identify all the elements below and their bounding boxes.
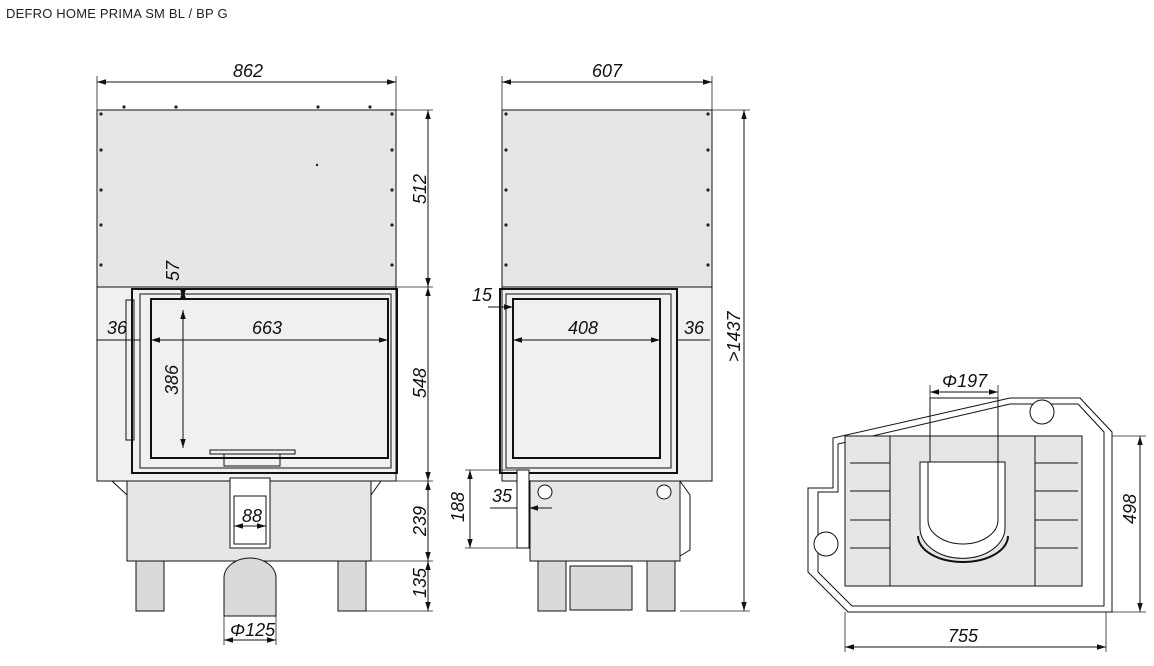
front-air-inlet: [223, 557, 277, 617]
side-inlet-round-left: [537, 484, 553, 500]
front-outlet: [229, 477, 271, 549]
top-fins-right: [1035, 462, 1078, 549]
top-view: Φ197 498 755: [807, 371, 1146, 652]
front-door-hinge: [125, 299, 135, 441]
front-leg-left: [135, 560, 165, 612]
side-view: 607 >1437 15 408 36 188 35: [448, 61, 750, 612]
front-door-inner: [139, 293, 392, 469]
front-body-panel: [96, 286, 397, 482]
dim-inlet-height: 188: [448, 492, 468, 522]
dim-side-depth: 607: [592, 61, 623, 81]
front-leg-right: [337, 560, 367, 612]
side-inlet-round-right: [656, 484, 672, 500]
dim-glass-width: 663: [252, 318, 282, 338]
side-inlet-pipe: [516, 469, 530, 549]
top-flue-collar: [919, 461, 1006, 559]
side-leg-left: [537, 560, 567, 612]
side-base: [529, 480, 681, 562]
front-view: 862 512 548 239 135 57 663 36 386 88: [96, 61, 433, 645]
dim-hood-height: 512: [410, 174, 430, 204]
drawing-title: DEFRO HOME PRIMA SM BL / BP G: [6, 6, 228, 21]
dim-air-inlet: Φ125: [230, 620, 276, 640]
dim-side-glass-width: 408: [568, 318, 598, 338]
top-pipe-left: [813, 531, 839, 557]
dim-side-offset: 36: [684, 318, 705, 338]
dim-legs-height: 135: [410, 567, 430, 598]
front-hood-rivets: [99, 105, 394, 267]
front-glass: [150, 298, 389, 459]
side-door-frame: [499, 288, 678, 474]
top-fins-left: [850, 462, 890, 549]
dim-front-side-offset: 36: [107, 318, 128, 338]
side-hood: [501, 109, 713, 288]
dim-flue-diameter: Φ197: [942, 371, 988, 391]
dim-top-depth: 498: [1120, 494, 1140, 524]
dim-glass-height: 386: [162, 364, 182, 395]
top-pipe-right: [1029, 399, 1055, 425]
side-leg-right: [646, 560, 676, 612]
dim-top-width: 755: [948, 626, 979, 646]
front-door-handle: [209, 449, 296, 467]
dim-base-height: 239: [410, 506, 430, 537]
dim-body-height: 548: [410, 368, 430, 398]
dim-glass-top-offset: 57: [163, 260, 183, 281]
dim-front-width: 862: [233, 61, 263, 81]
dim-side-glass-offset: 15: [472, 285, 493, 305]
side-glass: [512, 298, 661, 459]
dim-outlet-width: 88: [242, 506, 262, 526]
dim-total-height: >1437: [724, 310, 744, 362]
dim-inlet-offset: 35: [492, 486, 513, 506]
front-door-frame: [131, 288, 398, 474]
side-body-panel: [501, 286, 713, 482]
front-hood: [96, 109, 397, 288]
